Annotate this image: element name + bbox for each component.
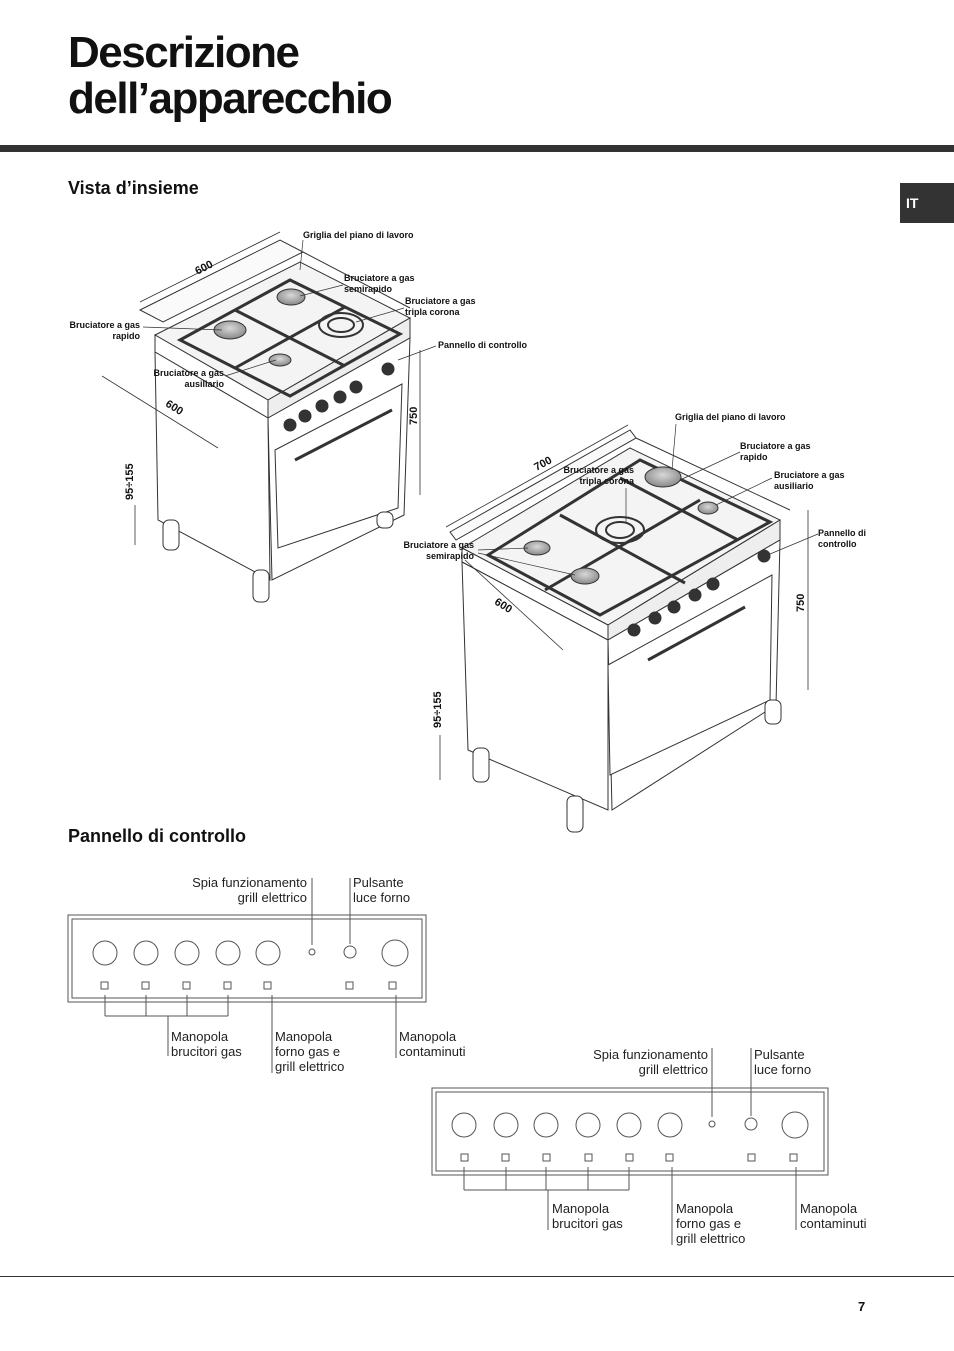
small-panel-timer-label: Manopola contaminuti (399, 1029, 466, 1059)
page-title-line-2: dell’apparecchio (68, 74, 393, 123)
large-rapid-label: Bruciatore a gas rapido (740, 441, 811, 462)
large-panel-label: Pannello di controllo (818, 528, 867, 549)
control-panel-small-drawing (67, 878, 427, 1073)
small-panel-label: Pannello di controllo (438, 340, 528, 350)
header-rule (0, 145, 954, 152)
small-rapid-label: Bruciatore a gas rapido (69, 320, 140, 341)
page-title: Descrizione dell’apparecchio (68, 28, 393, 123)
large-triple-label: Bruciatore a gas tripla corona (563, 465, 634, 486)
small-feet-dim: 95÷155 (124, 463, 136, 500)
small-grid-label: Griglia del piano di lavoro (303, 230, 414, 240)
language-tab: IT (900, 183, 954, 223)
large-height-dim: 750 (795, 593, 807, 612)
page-title-line-1: Descrizione (68, 28, 300, 77)
small-height-dim: 750 (408, 406, 420, 425)
large-panel-timer-label: Manopola contaminuti (800, 1201, 867, 1231)
cooker-small-illustration (101, 231, 437, 603)
small-semirapid-label: Bruciatore a gas semirapido (344, 273, 415, 294)
overview-section-title: Vista d’insieme (68, 178, 199, 198)
large-panel-burners-label: Manopola brucitori gas (552, 1201, 623, 1231)
large-panel-spia-label: Spia funzionamento grill elettrico (593, 1047, 708, 1077)
large-semirapid-label: Bruciatore a gas semirapido (403, 540, 474, 561)
large-aux-label: Bruciatore a gas ausiliario (774, 470, 845, 491)
cooker-large-illustration (439, 423, 819, 833)
small-triple-label: Bruciatore a gas tripla corona (405, 296, 476, 317)
control-panel-section-title: Pannello di controllo (68, 826, 247, 846)
large-panel-light-button-label: Pulsante luce forno (754, 1047, 812, 1077)
control-panel-large-drawing (431, 1048, 829, 1245)
large-grid-label: Griglia del piano di lavoro (675, 412, 786, 422)
small-panel-oven-label: Manopola forno gas e grill elettrico (275, 1029, 345, 1074)
page-number: 7 (858, 1299, 866, 1314)
small-panel-burners-label: Manopola brucitori gas (171, 1029, 242, 1059)
large-panel-oven-label: Manopola forno gas e grill elettrico (676, 1201, 746, 1246)
large-feet-dim: 95÷155 (432, 691, 444, 728)
footer-rule (0, 1276, 954, 1277)
small-panel-light-button-label: Pulsante luce forno (353, 875, 411, 905)
small-aux-label: Bruciatore a gas ausiliario (153, 368, 224, 389)
small-panel-spia-label: Spia funzionamento grill elettrico (192, 875, 307, 905)
